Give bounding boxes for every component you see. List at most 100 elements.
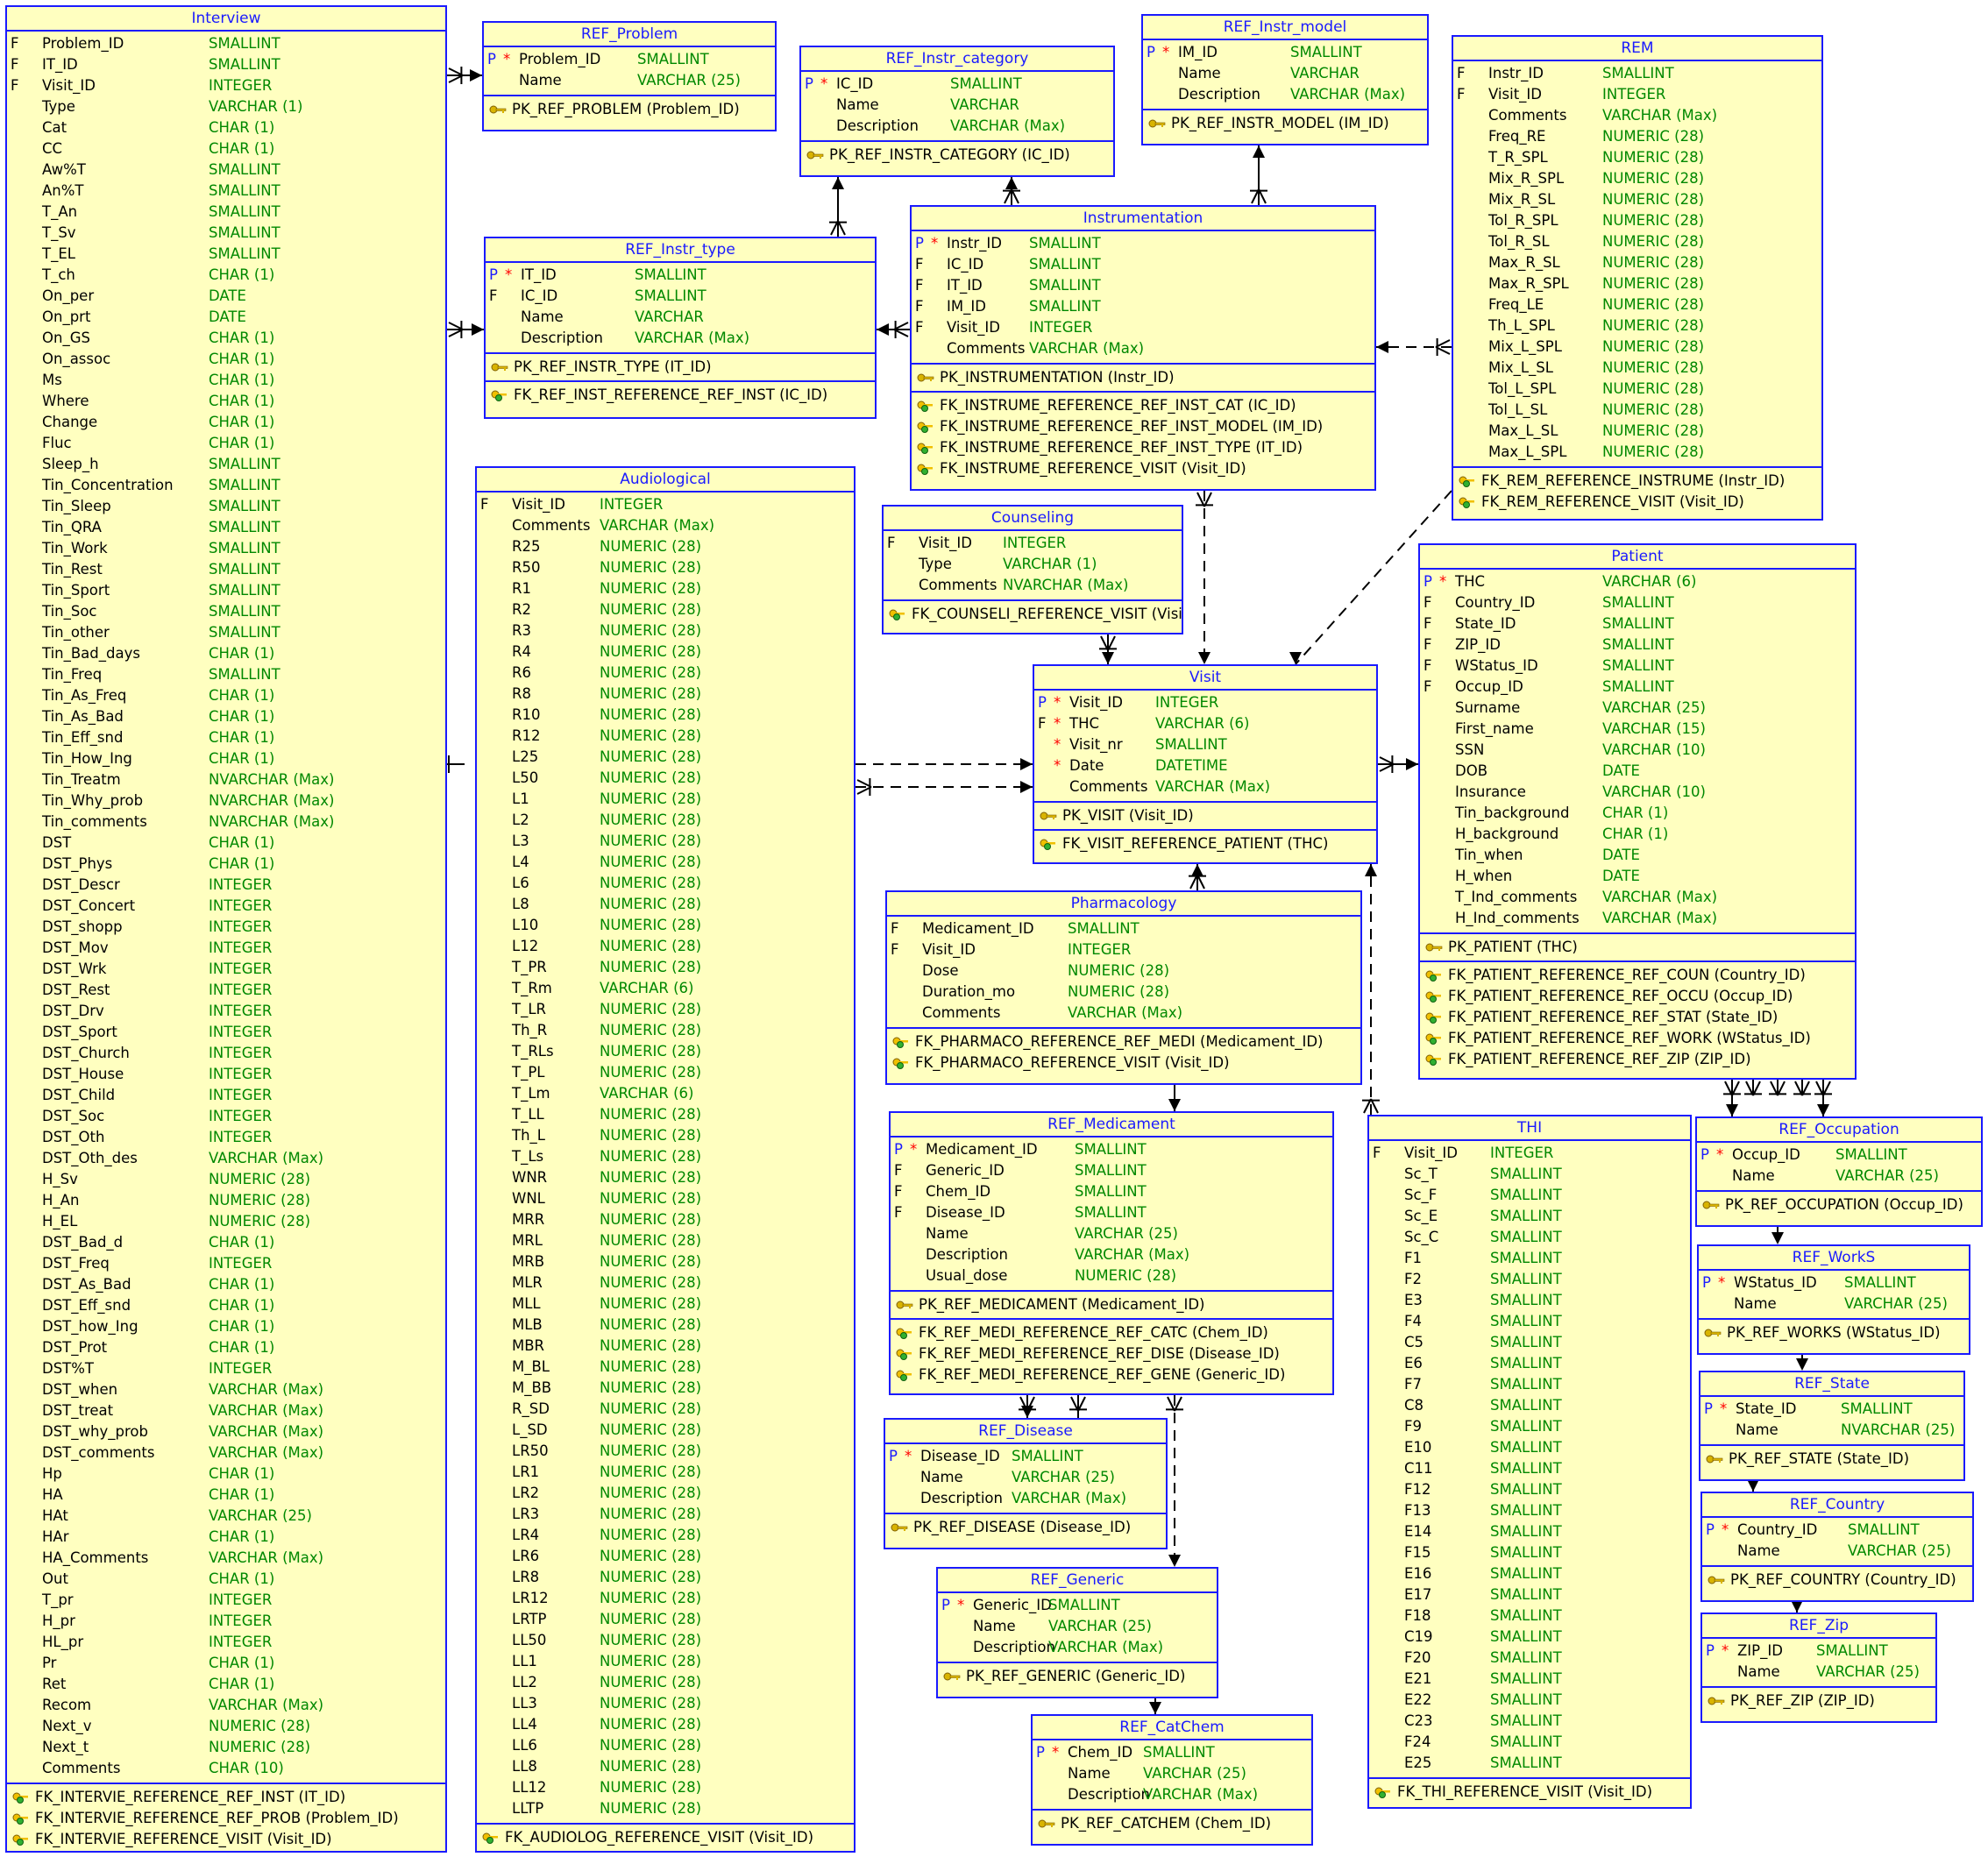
primary-key-row[interactable]: PK_REF_OCCUPATION (Occup_ID) <box>1697 1194 1981 1216</box>
primary-key-row[interactable]: PK_REF_WORKS (WStatus_ID) <box>1699 1322 1969 1343</box>
primary-key-row[interactable]: PK_VISIT (Visit_ID) <box>1034 805 1376 826</box>
primary-key-row[interactable]: PK_PATIENT (THC) <box>1420 937 1855 958</box>
primary-key-row[interactable]: PK_REF_CATCHEM (Chem_ID) <box>1033 1813 1311 1834</box>
foreign-key-row[interactable]: FK_AUDIOLOG_REFERENCE_VISIT (Visit_ID) <box>477 1827 854 1848</box>
primary-key-row[interactable]: PK_REF_DISEASE (Disease_ID) <box>885 1517 1166 1538</box>
primary-key-row[interactable]: PK_REF_INSTR_CATEGORY (IC_ID) <box>801 145 1113 166</box>
foreign-key-row[interactable]: FK_INSTRUME_REFERENCE_VISIT (Visit_ID) <box>912 458 1374 479</box>
foreign-key-row[interactable]: FK_REF_MEDI_REFERENCE_REF_DISE (Disease_… <box>891 1343 1332 1364</box>
primary-key-row[interactable]: PK_REF_GENERIC (Generic_ID) <box>938 1666 1217 1687</box>
